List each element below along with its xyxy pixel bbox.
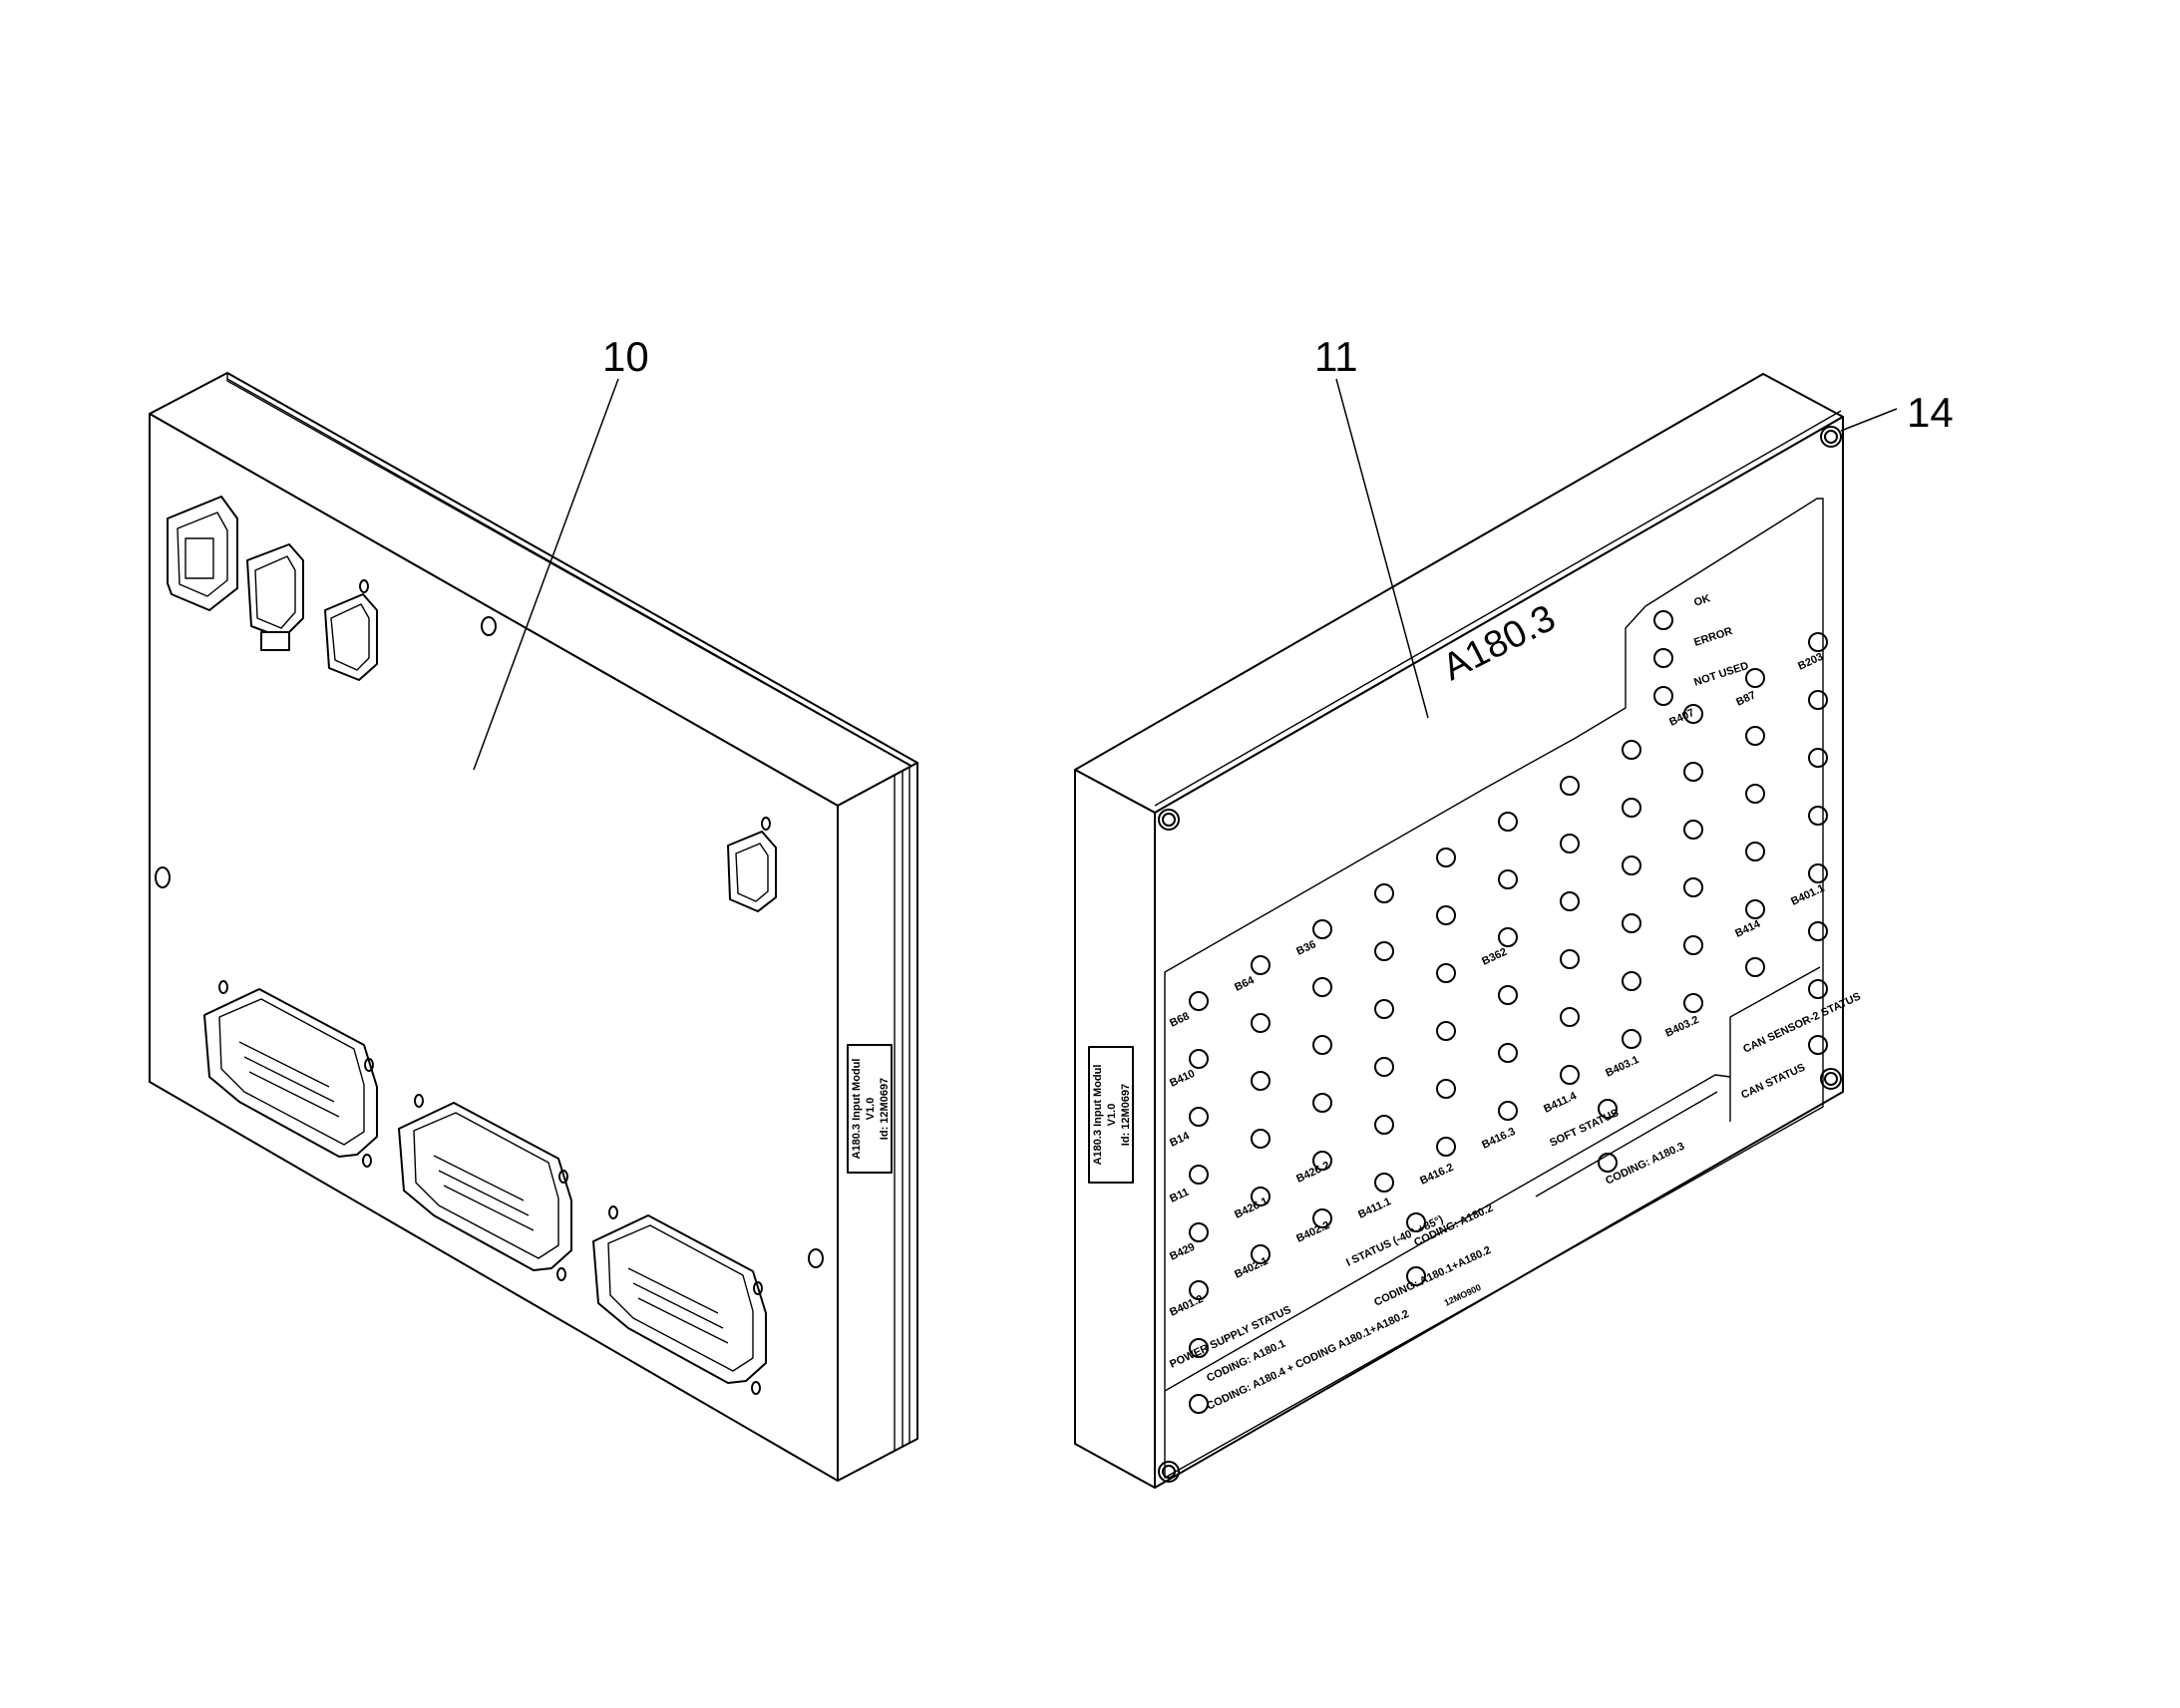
label-panel bbox=[1164, 498, 1824, 1479]
leader-11 bbox=[1335, 378, 1429, 719]
screw-bottom-right bbox=[1820, 1068, 1842, 1090]
callout-14: 14 bbox=[1907, 389, 1954, 436]
side-label-line2: V1.0 bbox=[1106, 1104, 1118, 1127]
screw-top-left bbox=[1158, 809, 1180, 831]
led-not-used bbox=[1653, 686, 1673, 706]
side-label-line2: V1.0 bbox=[865, 1098, 877, 1121]
connector-small-2 bbox=[246, 543, 304, 651]
front-module-view: A180.3 OK ERROR NOT USED bbox=[1074, 373, 1863, 1489]
leader-10 bbox=[473, 378, 619, 771]
mounting-hole bbox=[808, 1248, 824, 1268]
screw-top-right bbox=[1820, 426, 1842, 448]
connector-large-3 bbox=[592, 1205, 767, 1395]
led-grid bbox=[1189, 632, 1828, 1414]
side-label-line1: A180.3 Input Modul bbox=[1092, 1065, 1104, 1166]
leader-14 bbox=[1840, 408, 1898, 432]
led-error bbox=[1653, 648, 1673, 668]
connector-small-3 bbox=[324, 579, 378, 681]
connector-small-4 bbox=[727, 817, 777, 912]
side-label-right: A180.3 Input Modul V1.0 Id: 12M0697 bbox=[1088, 1046, 1134, 1184]
legend-ok: OK bbox=[1692, 592, 1711, 609]
side-label-line3: Id: 12M0697 bbox=[1120, 1084, 1132, 1146]
callout-11: 11 bbox=[1314, 333, 1358, 380]
mounting-hole bbox=[155, 866, 171, 888]
mounting-hole bbox=[481, 616, 497, 636]
callout-10: 10 bbox=[602, 333, 649, 380]
side-label-left: A180.3 Input Modul V1.0 Id: 12M0697 bbox=[847, 1044, 893, 1174]
connector-large-1 bbox=[203, 980, 378, 1168]
side-label-line1: A180.3 Input Modul bbox=[851, 1059, 863, 1160]
connector-small-1 bbox=[167, 496, 238, 611]
rear-module-view: A180.3 Input Modul V1.0 Id: 12M0697 bbox=[149, 372, 918, 1482]
led-ok bbox=[1653, 610, 1673, 630]
connector-large-2 bbox=[398, 1094, 572, 1281]
side-label-line3: Id: 12M0697 bbox=[879, 1078, 891, 1140]
